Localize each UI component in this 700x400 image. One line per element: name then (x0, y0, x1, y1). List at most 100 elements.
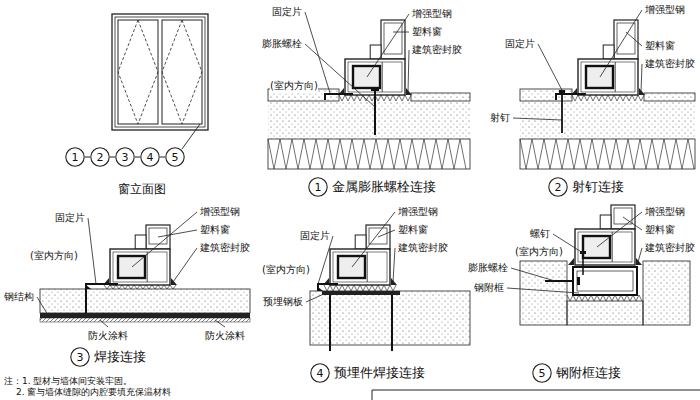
section-details (40, 20, 695, 351)
connector-line (135, 157, 140, 158)
window-elevation (112, 14, 208, 149)
concrete-wall (520, 261, 567, 325)
part-label: 增强型钢 (645, 206, 685, 218)
weld-mark (86, 285, 91, 289)
part-label: 建筑密封胶 (645, 242, 695, 254)
screw (582, 253, 584, 275)
glazing-bead (135, 235, 146, 249)
sealant (391, 278, 397, 285)
part-label: 钢结构 (4, 291, 34, 303)
part-label: 钢附框 (474, 282, 504, 294)
detail-caption: 射钉连接 (572, 179, 624, 195)
anchor-bar (391, 295, 393, 351)
leader-line (215, 320, 225, 327)
leader-line (538, 44, 564, 94)
embedded-steel-plate (322, 291, 400, 295)
leader-line (626, 32, 642, 46)
fixing-plate (556, 94, 586, 100)
leader-line (638, 248, 642, 262)
steel-structure (40, 313, 250, 318)
direction-label: (室内方向) (262, 264, 310, 276)
leader-line (367, 14, 409, 77)
part-label: 增强型钢 (398, 206, 438, 218)
reinforcing-steel (586, 66, 613, 88)
circle-shape (549, 178, 567, 196)
leader-line (511, 268, 555, 281)
frame-chamber (348, 62, 402, 92)
opening-indicator (162, 20, 202, 124)
part-label: 膨胀螺栓 (468, 262, 508, 274)
concrete-wall (567, 301, 643, 325)
note-text: 2. 窗与墙体缝隙的内腔要填充保温材料 (16, 387, 171, 398)
detail-steel-subframe (520, 205, 690, 325)
detail-index-circle: 4 (140, 147, 160, 167)
insulation-fill (572, 95, 644, 101)
window-frame (112, 14, 208, 130)
fixing-plate (86, 284, 118, 289)
detail-caption: 钢附框连接 (556, 365, 621, 381)
leader-line (597, 212, 642, 247)
part-label: 塑料窗 (645, 40, 675, 52)
circle-shape (66, 148, 84, 166)
detail-embedded-plate (310, 225, 470, 351)
leader-line (507, 288, 579, 293)
expansion-bolt (374, 91, 376, 135)
detail-welded (40, 225, 250, 322)
window-sash (118, 20, 158, 124)
concrete-wall (40, 289, 250, 313)
leader-line (88, 218, 96, 284)
circle-number: 1 (315, 182, 322, 193)
circle-shape (311, 364, 329, 382)
insulation-band (520, 139, 695, 169)
bolt-head (577, 277, 580, 285)
circle-shape (533, 364, 551, 382)
leader-line (623, 217, 642, 230)
leader-line (182, 124, 200, 149)
leader-line (393, 248, 395, 282)
part-label: 塑料窗 (645, 224, 675, 236)
circle-shape (116, 148, 134, 166)
part-label: 增强型钢 (645, 4, 685, 16)
leader-line (393, 32, 409, 33)
part-label: 固定片 (272, 6, 302, 18)
chamber-wall (612, 232, 613, 262)
detail-caption: 预埋件焊接连接 (334, 365, 425, 381)
detail-number-circle: 3 (70, 347, 90, 367)
leader-line (513, 118, 562, 120)
part-label: 预埋钢板 (263, 296, 303, 308)
sealant (406, 88, 412, 95)
reinforcing-steel (338, 256, 365, 278)
part-label: 螺钉 (530, 228, 550, 240)
leader-line (173, 248, 197, 282)
sash-chamber (617, 23, 635, 54)
part-label: 增强型钢 (412, 8, 452, 20)
glazing-bead (355, 235, 366, 249)
frame-profile (575, 229, 635, 265)
part-label: 固定片 (300, 230, 330, 242)
part-label: 塑料窗 (412, 26, 442, 38)
detail-shot-nail (520, 20, 695, 169)
frame-chamber (578, 232, 632, 262)
part-label: 塑料窗 (200, 224, 230, 236)
frame-profile (110, 249, 170, 285)
detail-caption: 金属膨胀螺栓连接 (332, 179, 436, 195)
leader-lines (37, 10, 642, 327)
subframe-inner (577, 271, 633, 291)
sealant (568, 258, 574, 265)
chamber-wall (367, 252, 368, 282)
sealant (171, 278, 177, 285)
part-label: 建筑密封胶 (645, 58, 695, 70)
note-text: 注：1. 型材与墙体间安装牢固。 (4, 376, 132, 387)
detail-caption: 焊接连接 (94, 349, 146, 365)
leader-line (408, 50, 409, 92)
insulation-fill (324, 285, 396, 291)
leader-line (100, 320, 108, 327)
direction-label: (室内方向) (30, 250, 78, 262)
concrete-wall (520, 101, 695, 139)
circle-number: 3 (77, 352, 84, 363)
connector-line (110, 157, 115, 158)
leader-line (158, 230, 197, 237)
anchor-bar (329, 295, 331, 351)
leader-line (305, 44, 375, 107)
leader-line (352, 212, 395, 267)
